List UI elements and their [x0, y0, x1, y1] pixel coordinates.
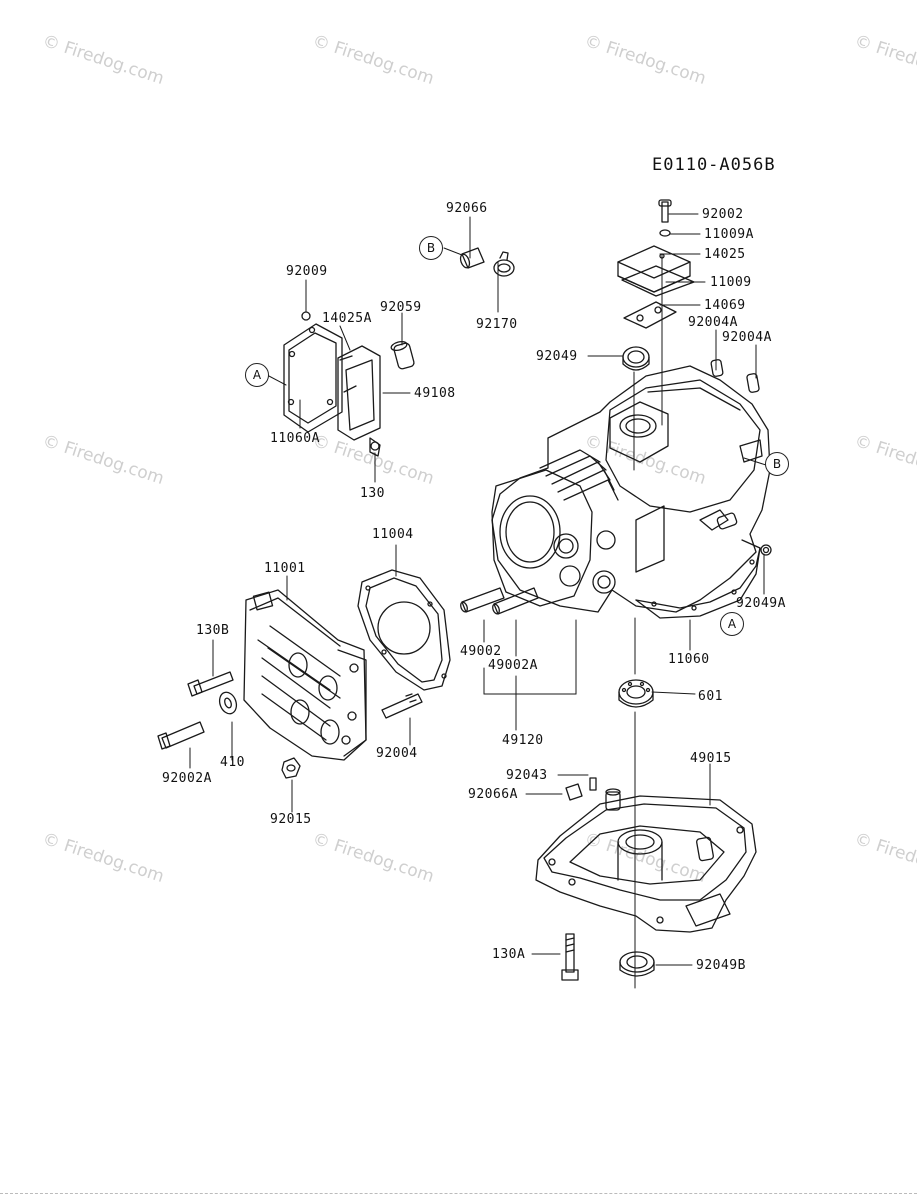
part-label-92059: 92059: [380, 300, 422, 315]
callout-b: B: [765, 452, 789, 476]
callout-a: A: [720, 612, 744, 636]
part-label-49120: 49120: [502, 733, 544, 748]
bottom-edge-strip: [0, 1193, 917, 1200]
part-label-92004A: 92004A: [688, 315, 738, 330]
part-label-11004: 11004: [372, 527, 414, 542]
head-gasket-11004: [357, 569, 451, 691]
oil-pan-49015: [535, 777, 757, 933]
part-label-11060: 11060: [668, 652, 710, 667]
part-label-92066A: 92066A: [468, 787, 518, 802]
crankcase-block: [491, 365, 771, 619]
breather-assembly: [283, 311, 415, 457]
part-label-11009: 11009: [710, 275, 752, 290]
part-label-49015: 49015: [690, 751, 732, 766]
oil-seal-92049A: [760, 544, 772, 556]
breather-cover-stack: [617, 199, 760, 393]
part-label-601: 601: [698, 689, 723, 704]
head-bolts: [157, 671, 423, 779]
part-label-92002A: 92002A: [162, 771, 212, 786]
dowel-pins: [460, 587, 539, 615]
oil-seal-92049: [622, 346, 650, 371]
part-label-49002: 49002: [460, 644, 502, 659]
plug-92066: [459, 247, 485, 269]
clamp-92170: [493, 251, 515, 277]
oil-seal-92049B: [619, 951, 655, 977]
part-label-130A: 130A: [492, 947, 526, 962]
part-label-92049B: 92049B: [696, 958, 746, 973]
part-label-14025A: 14025A: [322, 311, 372, 326]
callout-a: A: [245, 363, 269, 387]
part-label-11001: 11001: [264, 561, 306, 576]
part-label-92004A: 92004A: [722, 330, 772, 345]
cylinder-head-11001: [243, 589, 367, 761]
callout-b: B: [419, 236, 443, 260]
part-label-92002: 92002: [702, 207, 744, 222]
part-label-410: 410: [220, 755, 245, 770]
part-label-11009A: 11009A: [704, 227, 754, 242]
part-label-92043: 92043: [506, 768, 548, 783]
part-label-49108: 49108: [414, 386, 456, 401]
crankcase-gasket-11060: [635, 547, 761, 609]
diagram-code: E0110-A056B: [652, 155, 776, 175]
part-label-14025: 14025: [704, 247, 746, 262]
ball-bearing-601: [618, 679, 654, 708]
part-label-130: 130: [360, 486, 385, 501]
part-label-14069: 14069: [704, 298, 746, 313]
part-label-92049A: 92049A: [736, 596, 786, 611]
part-label-92009: 92009: [286, 264, 328, 279]
part-label-92066: 92066: [446, 201, 488, 216]
bolt-130A: [561, 933, 579, 981]
part-label-92015: 92015: [270, 812, 312, 827]
part-label-130B: 130B: [196, 623, 230, 638]
part-label-11060A: 11060A: [270, 431, 320, 446]
part-label-92004: 92004: [376, 746, 418, 761]
part-label-92170: 92170: [476, 317, 518, 332]
part-label-49002A: 49002A: [488, 658, 538, 673]
part-label-92049: 92049: [536, 349, 578, 364]
